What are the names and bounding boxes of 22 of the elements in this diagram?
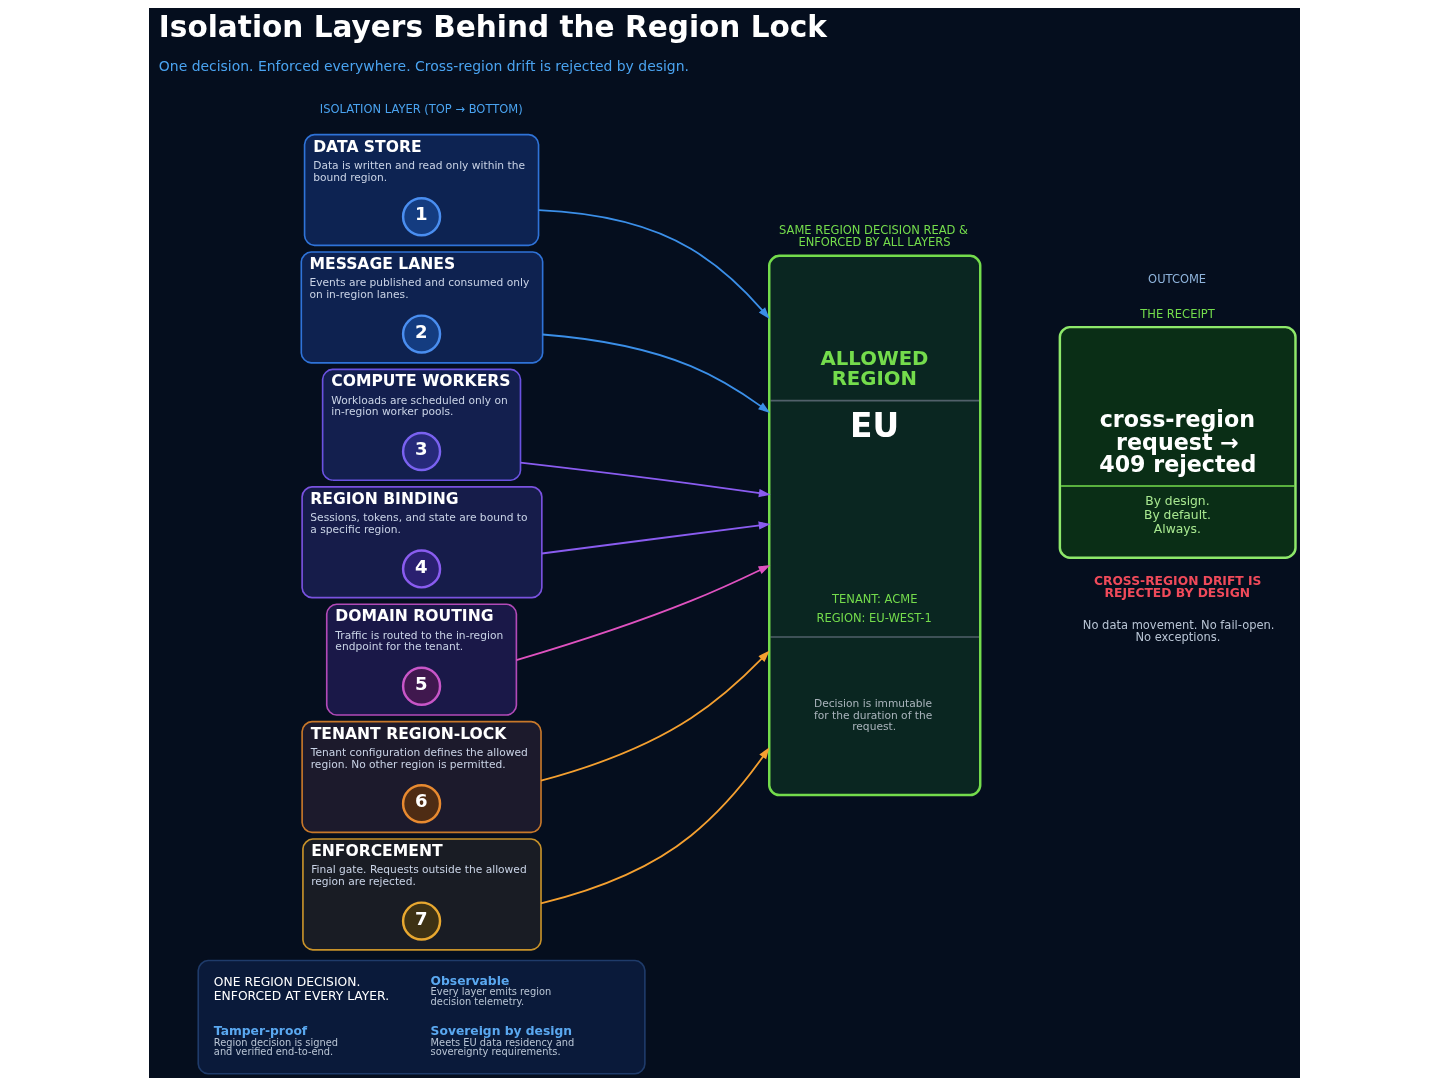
arrow — [539, 650, 770, 782]
node-label: SAME REGION DECISION READ & ENFORCED BY ALL LAYERS — [778, 223, 968, 250]
node-circle: 2 — [401, 314, 441, 354]
node-circle: 3 — [401, 431, 441, 472]
node-circle: 1 — [401, 197, 441, 237]
label: CROSS-REGION DRIFT IS REJECTED BY DESIGN — [1093, 573, 1261, 600]
label: ISOLATION LAYER (TOP → BOTTOM) — [319, 102, 523, 117]
label: One decision. Enforced everywhere. Cross-region drift is rejected by design. — [158, 57, 689, 74]
arrow — [541, 333, 770, 413]
arrow — [519, 461, 771, 498]
arrow — [514, 565, 770, 662]
node-circle: 4 — [401, 549, 441, 589]
diagram-title: Isolation Layers Behind the Region Lock — [158, 10, 827, 45]
arrow — [537, 209, 770, 319]
label: OUTCOME — [1147, 271, 1206, 286]
node-label: THE RECEIPT — [1139, 306, 1215, 321]
node-circle: 5 — [401, 666, 441, 706]
arrow — [540, 521, 771, 555]
label: No data movement. No fail-open. No exceptions. — [1082, 618, 1274, 645]
arrow — [539, 747, 769, 905]
node-circle: 7 — [401, 901, 441, 941]
node-circle: 6 — [401, 784, 441, 824]
